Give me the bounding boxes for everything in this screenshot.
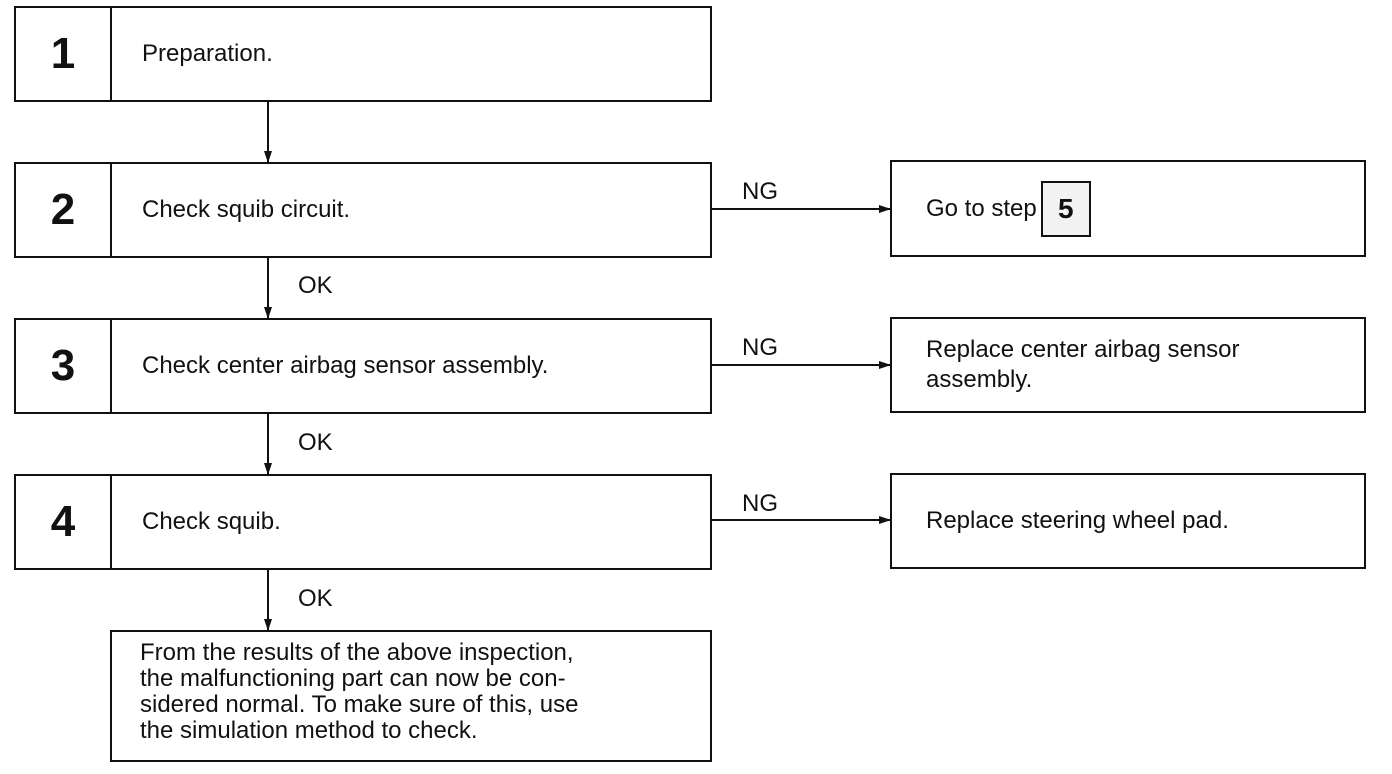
ok-label: OK — [298, 585, 333, 612]
note-line: sidered normal. To make sure of this, us… — [140, 691, 579, 718]
note-line: From the results of the above inspection… — [140, 639, 574, 666]
step-number: 4 — [16, 476, 112, 568]
ng-label: NG — [742, 178, 778, 205]
step-number: 1 — [16, 8, 112, 100]
step-number: 2 — [16, 164, 112, 256]
step-text: Check squib. — [142, 508, 281, 535]
step-text: Check squib circuit. — [142, 196, 351, 223]
go-to-step-text: Go to step — [926, 194, 1037, 222]
branch-text: Replace center airbag sensor assembly. — [926, 319, 1354, 411]
ok-label: OK — [298, 272, 333, 299]
branch-text: Replace steering wheel pad. — [926, 507, 1229, 534]
final-note-box: From the results of the above inspection… — [110, 630, 712, 762]
note-line: the malfunctioning part can now be con- — [140, 665, 566, 692]
step-3-box: 3 Check center airbag sensor assembly. — [14, 318, 712, 414]
branch-text: Go to step 5 — [926, 162, 1354, 255]
step-2-box: 2 Check squib circuit. — [14, 162, 712, 258]
ok-label: OK — [298, 429, 333, 456]
step-1-box: 1 Preparation. — [14, 6, 712, 102]
branch-text-line: Replace center airbag sensor — [926, 336, 1240, 363]
step-4-box: 4 Check squib. — [14, 474, 712, 570]
branch-box-step2: Go to step 5 — [890, 160, 1366, 257]
step-number: 3 — [16, 320, 112, 412]
branch-box-step3: Replace center airbag sensor assembly. — [890, 317, 1366, 413]
branch-text-line: assembly. — [926, 366, 1033, 393]
note-line: the simulation method to check. — [140, 717, 478, 744]
step-ref-badge: 5 — [1040, 180, 1091, 237]
branch-box-step4: Replace steering wheel pad. — [890, 473, 1366, 569]
ng-label: NG — [742, 490, 778, 517]
step-text: Check center airbag sensor assembly. — [142, 352, 549, 379]
step-text: Preparation. — [142, 40, 273, 67]
ng-label: NG — [742, 334, 778, 361]
